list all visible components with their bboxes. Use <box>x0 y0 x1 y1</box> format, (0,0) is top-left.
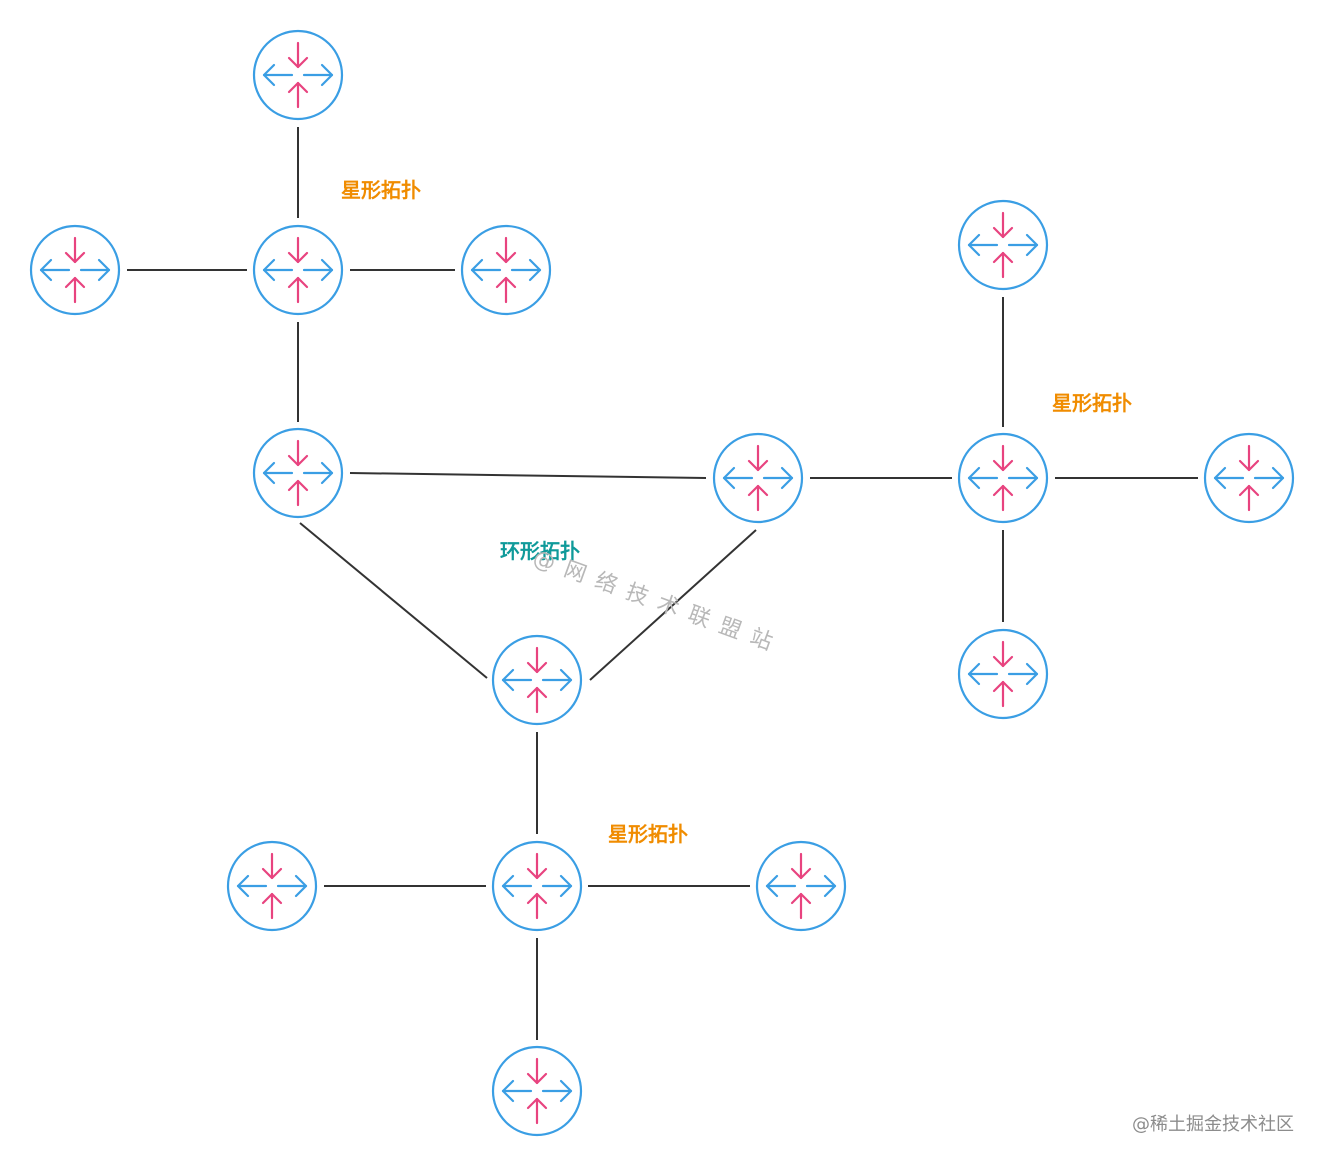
router-icon <box>1203 432 1295 524</box>
links <box>127 127 1198 1040</box>
link-ring-right <box>589 529 757 681</box>
router-icon <box>460 224 552 316</box>
link-ring-left <box>299 522 488 679</box>
router-icon <box>957 199 1049 291</box>
router-icon <box>226 840 318 932</box>
router-icon <box>491 634 583 726</box>
star-topology-label-right: 星形拓扑 <box>1052 391 1132 415</box>
router-icon <box>29 224 121 316</box>
star-topology-label-top: 星形拓扑 <box>341 178 421 202</box>
router-icon <box>252 29 344 121</box>
router-icon <box>252 224 344 316</box>
router-icon <box>712 432 804 524</box>
ring-topology-label: 环形拓扑 <box>500 539 580 563</box>
star-topology-label-bottom: 星形拓扑 <box>608 822 688 846</box>
router-icon <box>755 840 847 932</box>
router-icon <box>491 1045 583 1137</box>
routers <box>29 29 1295 1137</box>
router-icon <box>491 840 583 932</box>
footer-credit: @稀土掘金技术社区 <box>1132 1114 1294 1135</box>
router-icon <box>957 432 1049 524</box>
link-ring-top <box>349 472 707 479</box>
router-icon <box>252 427 344 519</box>
router-icon <box>957 628 1049 720</box>
